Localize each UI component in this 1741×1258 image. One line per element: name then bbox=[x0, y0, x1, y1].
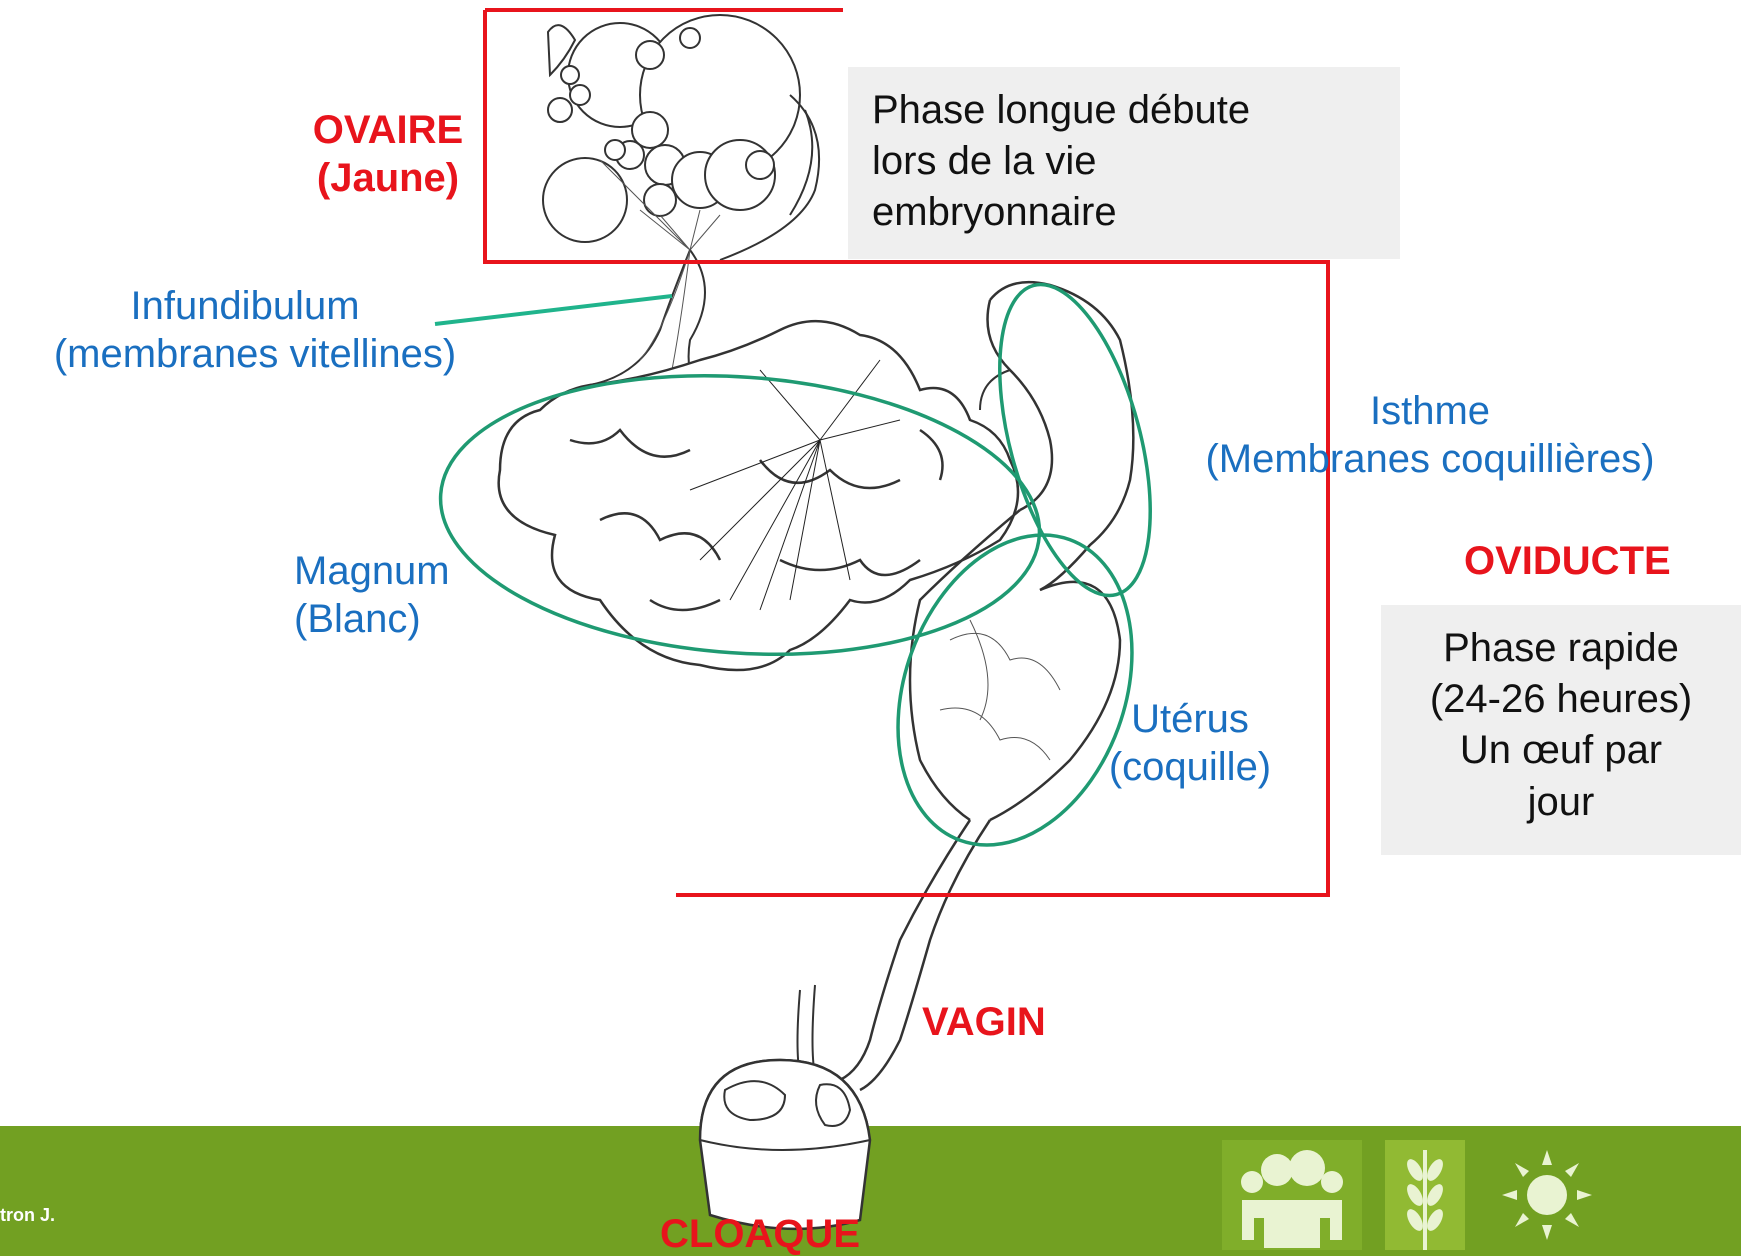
infundibulum-label: Infundibulum (membranes vitellines) bbox=[10, 282, 500, 378]
magnum-title: Magnum bbox=[294, 547, 450, 595]
magnum-subtitle: (Blanc) bbox=[294, 595, 450, 643]
isthme-title: Isthme bbox=[1160, 387, 1700, 435]
isthme-drawing bbox=[988, 282, 1134, 590]
ovaire-label: OVAIRE (Jaune) bbox=[296, 106, 480, 202]
ovary-note-line3: embryonnaire bbox=[872, 187, 1400, 238]
vagin-label: VAGIN bbox=[922, 998, 1046, 1046]
isthme-label: Isthme (Membranes coquillières) bbox=[1160, 387, 1700, 483]
author-credit: tron J. bbox=[0, 1205, 55, 1226]
footer-band bbox=[0, 1126, 1741, 1256]
wheat-icon bbox=[1385, 1140, 1465, 1250]
oviduct-note-line3: Un œuf par bbox=[1381, 725, 1741, 776]
oviducte-label: OVIDUCTE bbox=[1464, 537, 1671, 585]
ovary-note-line2: lors de la vie bbox=[872, 136, 1400, 187]
oviduct-phase-note: Phase rapide (24-26 heures) Un œuf par j… bbox=[1381, 605, 1741, 855]
oviduct-note-line1: Phase rapide bbox=[1381, 623, 1741, 674]
cloaque-label-front: CLOAQUE bbox=[660, 1210, 860, 1258]
ovaire-subtitle: (Jaune) bbox=[296, 154, 480, 202]
oviduct-note-line4: jour bbox=[1381, 777, 1741, 828]
ovary-note-line1: Phase longue débute bbox=[872, 85, 1400, 136]
ovary-drawing bbox=[543, 15, 819, 260]
uterus-title: Utérus bbox=[1090, 695, 1290, 743]
oviduct-note-line2: (24-26 heures) bbox=[1381, 674, 1741, 725]
isthme-subtitle: (Membranes coquillières) bbox=[1160, 435, 1700, 483]
infundibulum-subtitle: (membranes vitellines) bbox=[10, 330, 500, 378]
ovaire-title: OVAIRE bbox=[296, 106, 480, 154]
people-icon bbox=[1222, 1140, 1362, 1250]
magnum-label: Magnum (Blanc) bbox=[294, 547, 450, 643]
ovary-phase-note: Phase longue débute lors de la vie embry… bbox=[848, 67, 1400, 259]
sun-icon bbox=[1492, 1140, 1602, 1250]
vagina-drawing bbox=[840, 820, 990, 1090]
uterus-subtitle: (coquille) bbox=[1090, 743, 1290, 791]
magnum-drawing bbox=[499, 321, 1018, 670]
uterus-label: Utérus (coquille) bbox=[1090, 695, 1290, 791]
infundibulum-title: Infundibulum bbox=[0, 282, 500, 330]
